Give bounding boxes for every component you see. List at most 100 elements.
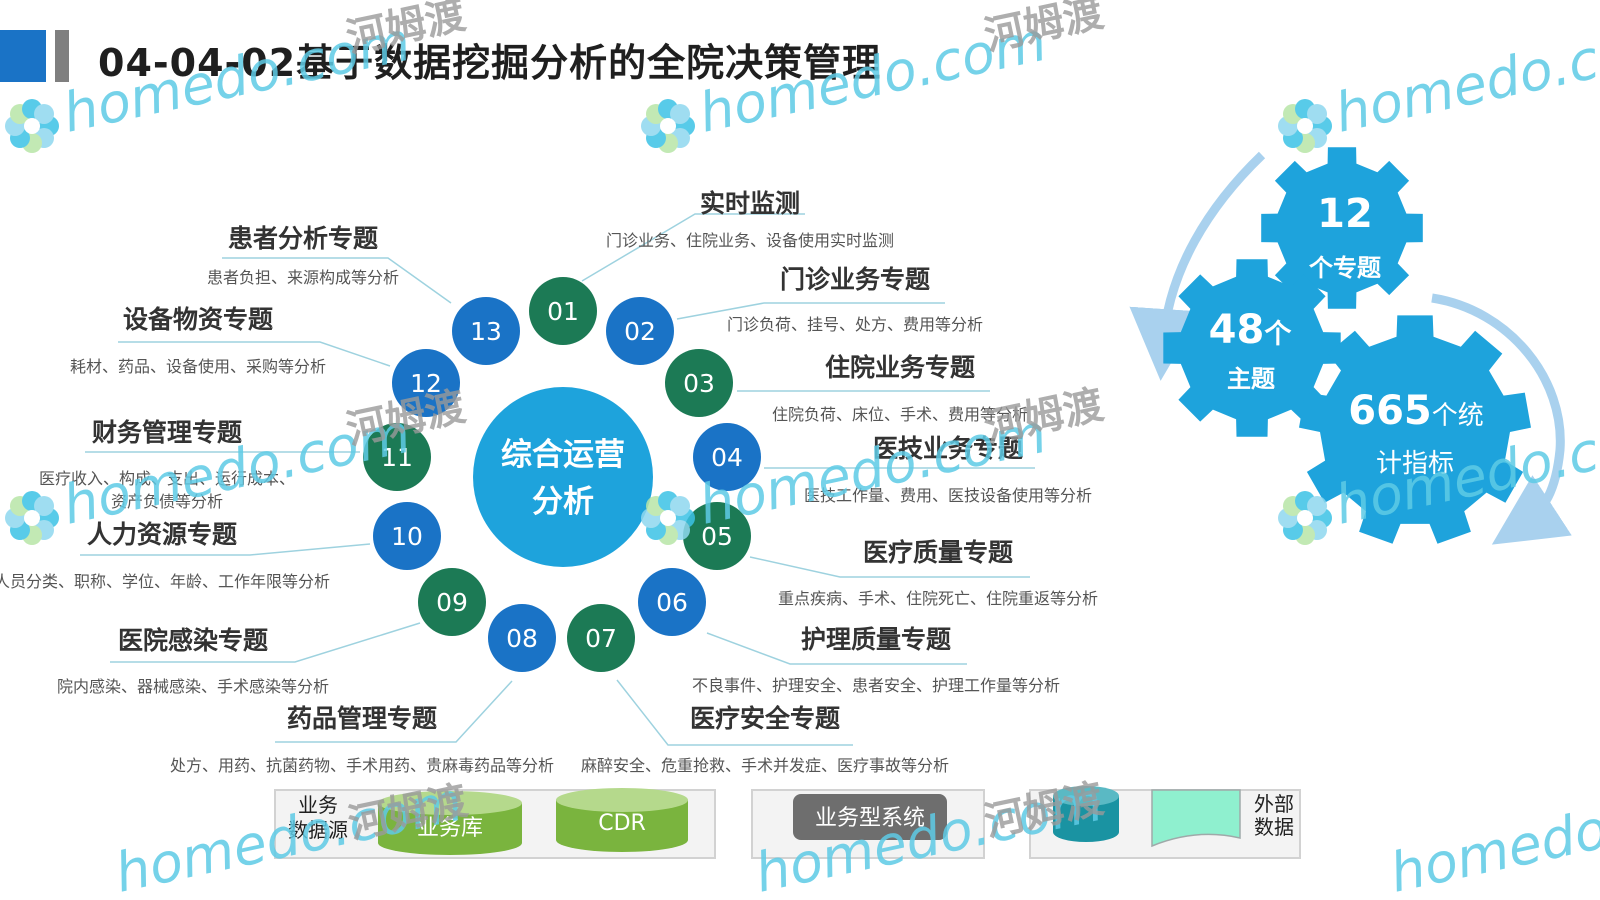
topic-title-11: 财务管理专题 xyxy=(92,418,242,447)
gear-left-number-suffix: 个 xyxy=(1264,319,1292,350)
topic-node-number-13: 13 xyxy=(470,317,502,346)
business-system-button xyxy=(793,794,947,840)
watermark-flower-1 xyxy=(5,99,59,153)
gear-right-number-line: 665个统 xyxy=(1348,388,1484,434)
gear-left-number: 48 xyxy=(1209,307,1265,353)
topic-desc-11-1: 医疗收入、构成、支出、运行成本、 xyxy=(39,469,295,488)
topic-node-04 xyxy=(693,423,761,491)
external-source-label-1: 外部 xyxy=(1254,792,1294,816)
connector-line-02 xyxy=(676,302,945,320)
topic-node-09 xyxy=(418,568,486,636)
topic-node-08 xyxy=(488,604,556,672)
external-document-shape xyxy=(1151,789,1241,848)
topic-title-13: 患者分析专题 xyxy=(228,224,378,253)
topic-node-number-08: 08 xyxy=(506,624,538,653)
connector-line-05 xyxy=(749,556,1030,578)
gear-left-unit: 主题 xyxy=(1227,365,1275,393)
watermark-flower-6 xyxy=(1278,491,1332,545)
topic-title-07: 医疗安全专题 xyxy=(690,704,840,733)
center-label-line2: 分析 xyxy=(532,484,594,520)
gear-right xyxy=(1299,315,1531,544)
topic-node-number-11: 11 xyxy=(381,443,413,472)
topic-node-02 xyxy=(606,297,674,365)
topic-node-11 xyxy=(363,423,431,491)
data-sources: 业务 数据源 业务库 CDR 业务型系统 外部 数据 xyxy=(274,786,1301,859)
business-db-cylinder: 业务库 xyxy=(378,791,522,855)
topic-desc-13-1: 患者负担、来源构成等分析 xyxy=(207,268,399,287)
gear-left-number-line: 48个 xyxy=(1209,307,1293,353)
topic-node-number-05: 05 xyxy=(701,522,733,551)
center-hub: 综合运营 分析 xyxy=(473,387,653,567)
topic-node-number-01: 01 xyxy=(547,297,579,326)
gear-top xyxy=(1261,147,1423,309)
topic-title-01: 实时监测 xyxy=(700,189,800,218)
topic-title-05: 医疗质量专题 xyxy=(863,538,1013,567)
page-title: 04-04-02基于数据挖掘分析的全院决策管理 xyxy=(98,41,882,85)
gear-right-unit: 计指标 xyxy=(1376,449,1454,479)
center-circle xyxy=(473,387,653,567)
connector-line-13 xyxy=(222,257,452,304)
gear-right-number: 665 xyxy=(1348,388,1432,434)
topic-desc-03-1: 住院负荷、床位、手术、费用等分析 xyxy=(772,405,1028,424)
external-db-cylinder xyxy=(1053,786,1119,842)
topic-node-number-02: 02 xyxy=(624,317,656,346)
topic-node-number-06: 06 xyxy=(656,588,688,617)
gear-top-unit: 个专题 xyxy=(1309,254,1381,282)
business-system-label: 业务型系统 xyxy=(815,806,925,831)
arrow-right-curve xyxy=(1431,293,1572,545)
gear-left xyxy=(1163,259,1341,437)
topic-title-03: 住院业务专题 xyxy=(825,353,975,382)
connector-line-09 xyxy=(110,622,421,663)
watermark-flower-4 xyxy=(5,491,59,545)
external-source-label-2: 数据 xyxy=(1254,815,1294,839)
topic-node-07 xyxy=(567,604,635,672)
center-label-line1: 综合运营 xyxy=(501,437,625,473)
connector-line-06 xyxy=(706,632,967,665)
topic-desc-08-1: 处方、用药、抗菌药物、手术用药、贵麻毒药品等分析 xyxy=(170,756,554,775)
cdr-cylinder: CDR xyxy=(556,788,688,852)
topic-title-09: 医院感染专题 xyxy=(118,626,268,655)
business-source-label-1: 业务 xyxy=(298,793,338,817)
topic-title-10: 人力资源专题 xyxy=(87,520,237,549)
topic-desc-11-2: 资产负债等分析 xyxy=(111,492,223,511)
gear-top-shape xyxy=(1261,147,1423,309)
connector-lines xyxy=(80,213,1035,746)
topic-desc-01-1: 门诊业务、住院业务、设备使用实时监测 xyxy=(606,231,894,250)
topic-node-number-10: 10 xyxy=(391,522,423,551)
topic-labels: 实时监测门诊业务、住院业务、设备使用实时监测门诊业务专题门诊负荷、挂号、处方、费… xyxy=(0,189,1098,775)
watermark-flower-2 xyxy=(641,99,695,153)
arrow-left-curve xyxy=(1129,151,1266,381)
gears-cluster: 12 个专题 48个 主题 665个统 计指标 xyxy=(1129,147,1572,545)
topic-desc-09-1: 院内感染、器械感染、手术感染等分析 xyxy=(57,677,329,696)
topic-node-13 xyxy=(452,297,520,365)
topic-node-number-03: 03 xyxy=(683,369,715,398)
topic-desc-12-1: 耗材、药品、设备使用、采购等分析 xyxy=(70,357,326,376)
topic-node-03 xyxy=(665,349,733,417)
topic-desc-10-1: 人员分类、职称、学位、年龄、工作年限等分析 xyxy=(0,572,330,591)
topic-title-08: 药品管理专题 xyxy=(287,704,437,733)
gear-right-number-suffix: 个统 xyxy=(1432,401,1484,431)
cdr-label: CDR xyxy=(598,811,646,836)
topic-title-02: 门诊业务专题 xyxy=(780,265,930,294)
topic-node-06 xyxy=(638,568,706,636)
header-accent-gray xyxy=(55,30,69,82)
topic-node-number-09: 09 xyxy=(436,588,468,617)
topic-desc-07-1: 麻醉安全、危重抢救、手术并发症、医疗事故等分析 xyxy=(581,756,949,775)
topic-node-12 xyxy=(392,349,460,417)
business-db-label: 业务库 xyxy=(417,816,483,841)
topic-node-05 xyxy=(683,502,751,570)
topic-node-number-07: 07 xyxy=(585,624,617,653)
watermark-flower-3 xyxy=(1278,99,1332,153)
topic-node-01 xyxy=(529,277,597,345)
topic-desc-06-1: 不良事件、护理安全、患者安全、护理工作量等分析 xyxy=(692,676,1060,695)
watermark-text-3: homedo.com xyxy=(1330,10,1600,145)
connector-line-07 xyxy=(616,679,853,746)
topic-node-10 xyxy=(373,502,441,570)
topic-node-number-12: 12 xyxy=(410,369,442,398)
connector-line-08 xyxy=(275,680,513,743)
topic-desc-02-1: 门诊负荷、挂号、处方、费用等分析 xyxy=(727,315,983,334)
topic-desc-04-1: 医技工作量、费用、医技设备使用等分析 xyxy=(804,486,1092,505)
gear-top-number: 12 xyxy=(1317,191,1373,237)
